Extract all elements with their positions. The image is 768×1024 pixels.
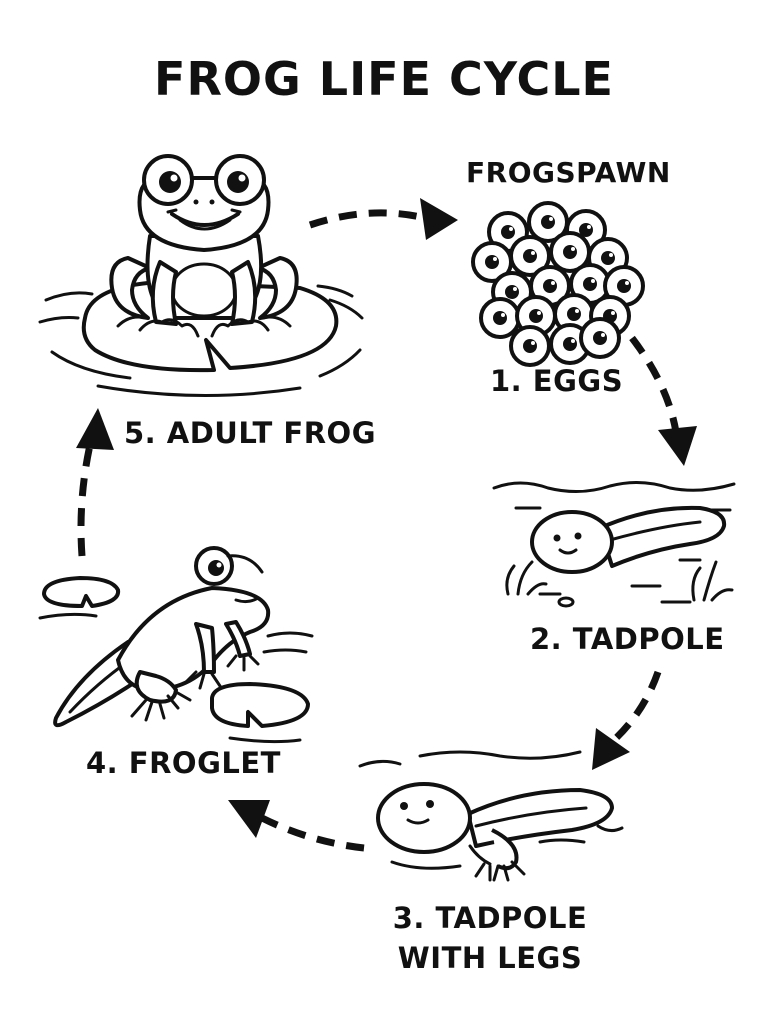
egg-embryo (541, 215, 555, 229)
egg-highlight (571, 247, 575, 251)
stage-label-eggs: 1. EGGS (490, 364, 624, 398)
frogspawn-label: FROGSPAWN (466, 156, 671, 189)
egg-highlight (571, 339, 575, 343)
egg-highlight (625, 281, 629, 285)
stage-label-tadpole-with-legs: 3. TADPOLE WITH LEGS (372, 898, 608, 978)
stage-label-froglet: 4. FROGLET (86, 746, 281, 780)
page-title: FROG LIFE CYCLE (154, 52, 614, 106)
tadpole-icon (492, 481, 736, 608)
egg-highlight (575, 309, 579, 313)
egg-embryo (543, 279, 557, 293)
arrow-eggs-to-tadpole (629, 335, 697, 466)
egg-highlight (493, 257, 497, 261)
egg-highlight (513, 287, 517, 291)
egg-embryo (583, 277, 597, 291)
egg-highlight (509, 227, 513, 231)
egg-embryo (523, 249, 537, 263)
arrow-legs-to-froglet (228, 800, 365, 852)
stage-label-adult-frog: 5. ADULT FROG (124, 416, 377, 450)
stage-label-tadpole: 2. TADPOLE (530, 622, 725, 656)
egg-highlight (551, 281, 555, 285)
egg-highlight (601, 333, 605, 337)
froglet-icon (38, 546, 314, 744)
stage-label-line-1: 3. TADPOLE (392, 901, 588, 935)
egg-embryo (593, 331, 607, 345)
egg-embryo (563, 337, 577, 351)
stage-label-line-2: WITH LEGS (397, 941, 583, 975)
egg-highlight (531, 341, 535, 345)
egg-embryo (505, 285, 519, 299)
egg-highlight (531, 251, 535, 255)
egg-cluster-icon (471, 201, 645, 367)
egg-highlight (591, 279, 595, 283)
egg-embryo (529, 309, 543, 323)
arrow-tadpole-to-legs (592, 670, 662, 770)
egg-highlight (611, 311, 615, 315)
egg-embryo (523, 339, 537, 353)
egg-embryo (617, 279, 631, 293)
egg-highlight (537, 311, 541, 315)
arrow-adult-to-eggs (308, 198, 458, 240)
egg-highlight (549, 217, 553, 221)
egg-embryo (501, 225, 515, 239)
egg-embryo (567, 307, 581, 321)
tadpole-with-legs-icon (358, 750, 624, 882)
egg-highlight (587, 225, 591, 229)
egg-embryo (601, 251, 615, 265)
egg-embryo (563, 245, 577, 259)
arrow-froglet-to-adult (76, 408, 114, 557)
egg-embryo (493, 311, 507, 325)
adult-frog-icon (38, 154, 364, 398)
egg-embryo (485, 255, 499, 269)
egg-highlight (609, 253, 613, 257)
egg-highlight (501, 313, 505, 317)
